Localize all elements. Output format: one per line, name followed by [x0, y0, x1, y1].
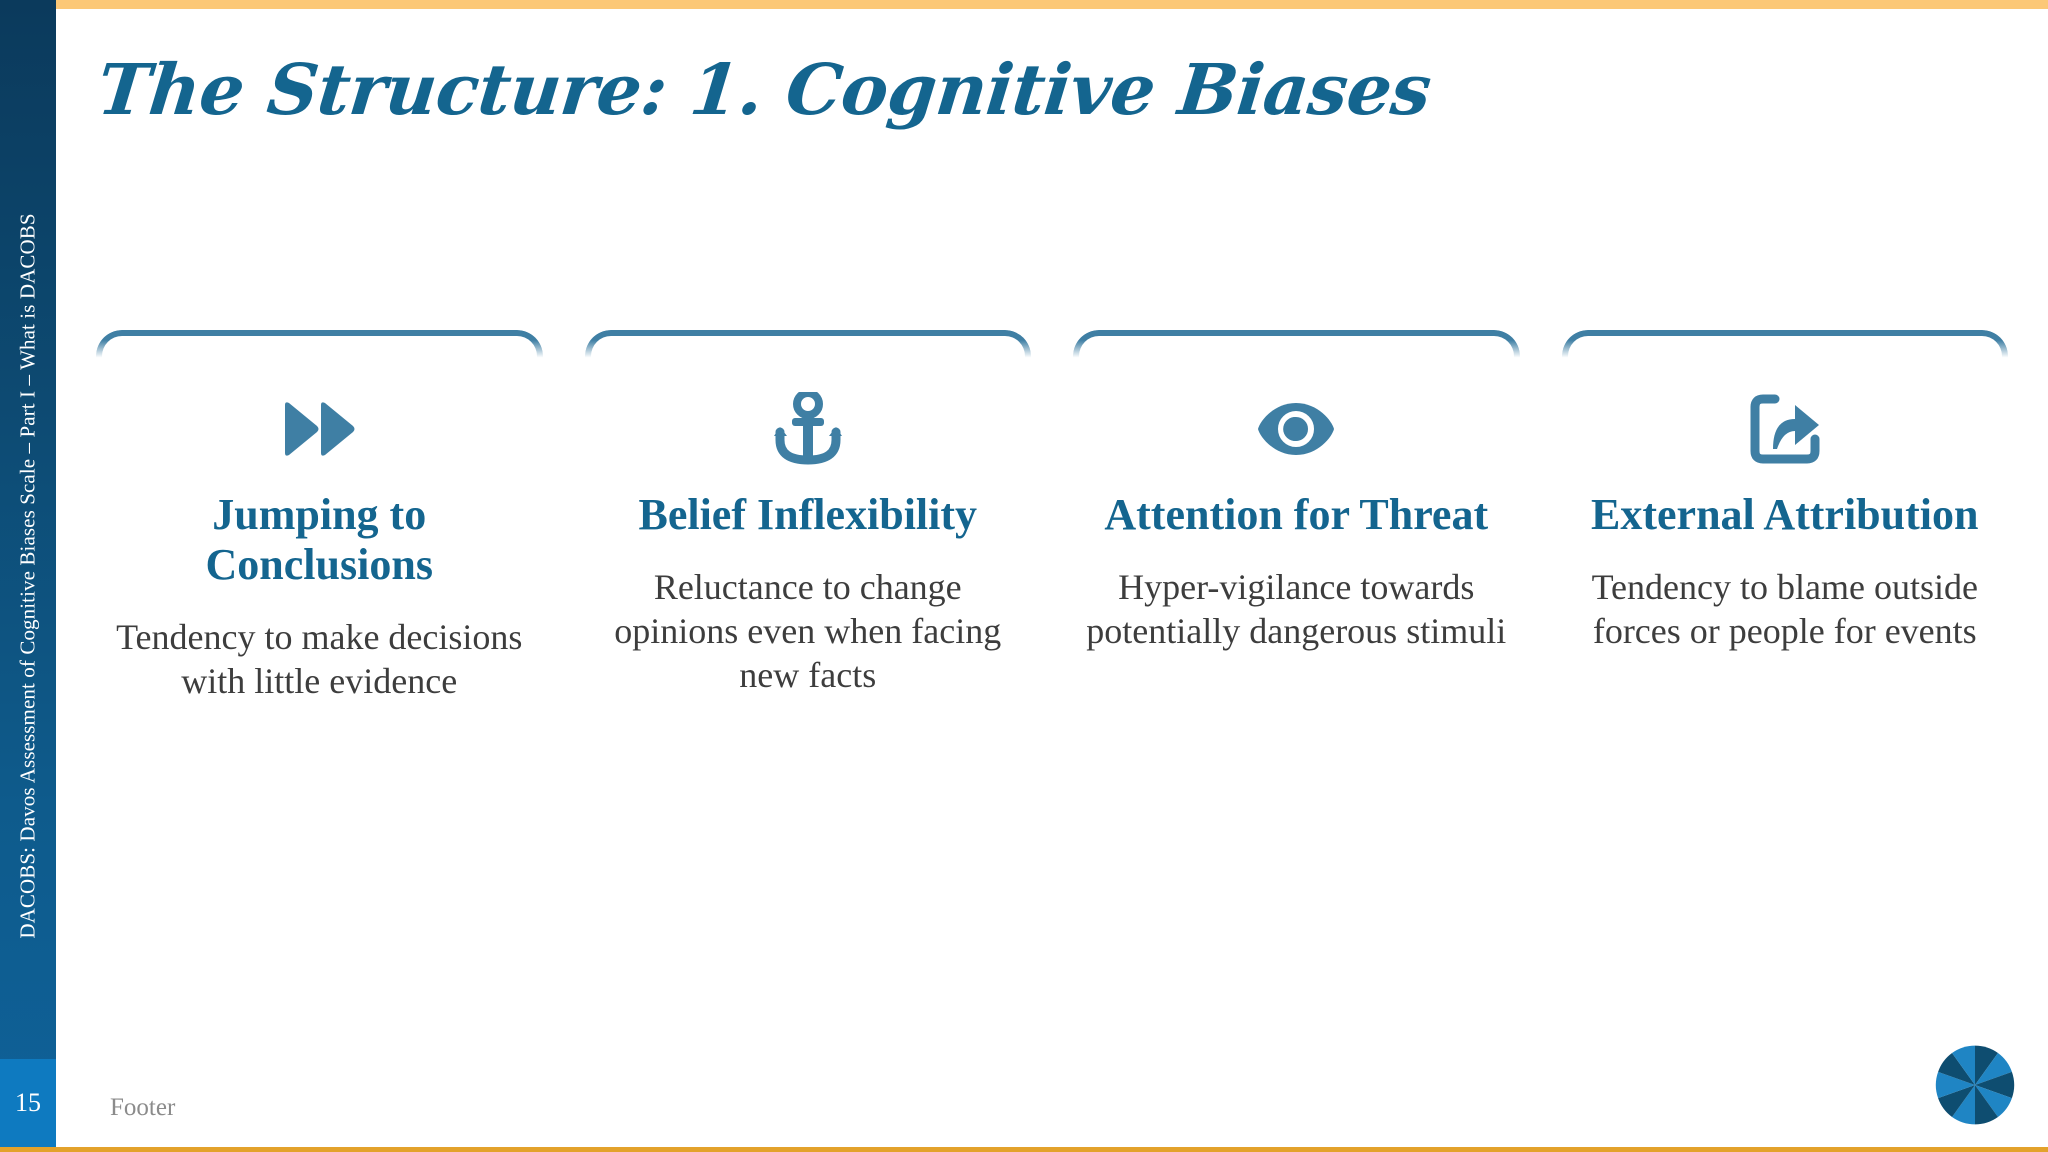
page-title: The Structure: 1. Cognitive Biases [93, 48, 1435, 131]
card-top-border [584, 330, 1031, 376]
bottom-accent-rule [0, 1147, 2048, 1152]
card-body: Tendency to blame outside forces or peop… [1591, 567, 1978, 652]
top-accent-rule [0, 0, 2048, 9]
footer-label: Footer [110, 1094, 176, 1121]
card-top-border [1561, 330, 2008, 376]
left-sidebar: DACOBS: Davos Assessment of Cognitive Bi… [0, 0, 56, 1152]
page-number-badge: 15 [0, 1059, 56, 1147]
card-body: Reluctance to change opinions even when … [614, 567, 1002, 695]
card-title: Jumping to Conclusions [205, 490, 433, 590]
eye-icon [1256, 386, 1336, 472]
card-top-border [96, 330, 543, 376]
card-title: Attention for Threat [1104, 490, 1489, 539]
card-attention-for-threat[interactable]: Attention for Threat Hyper-vigilance tow… [1073, 330, 1520, 850]
fast-forward-icon [281, 386, 357, 472]
card-body: Tendency to make decisions with little e… [116, 617, 523, 702]
pinwheel-logo [1934, 1044, 2016, 1126]
share-external-icon [1749, 386, 1821, 472]
card-title: External Attribution [1591, 490, 1979, 539]
card-external-attribution[interactable]: External Attribution Tendency to blame o… [1561, 330, 2008, 850]
anchor-icon [772, 386, 844, 472]
sidebar-vertical-label: DACOBS: Davos Assessment of Cognitive Bi… [15, 213, 40, 939]
cards-row: Jumping to Conclusions Tendency to make … [96, 330, 2008, 850]
card-jumping-to-conclusions[interactable]: Jumping to Conclusions Tendency to make … [96, 330, 543, 850]
card-belief-inflexibility[interactable]: Belief Inflexibility Reluctance to chang… [584, 330, 1031, 850]
card-body: Hyper-vigilance towards potentially dang… [1086, 567, 1507, 652]
page-number-value: 15 [15, 1088, 41, 1117]
card-title: Belief Inflexibility [638, 490, 978, 539]
card-top-border [1073, 330, 1520, 376]
